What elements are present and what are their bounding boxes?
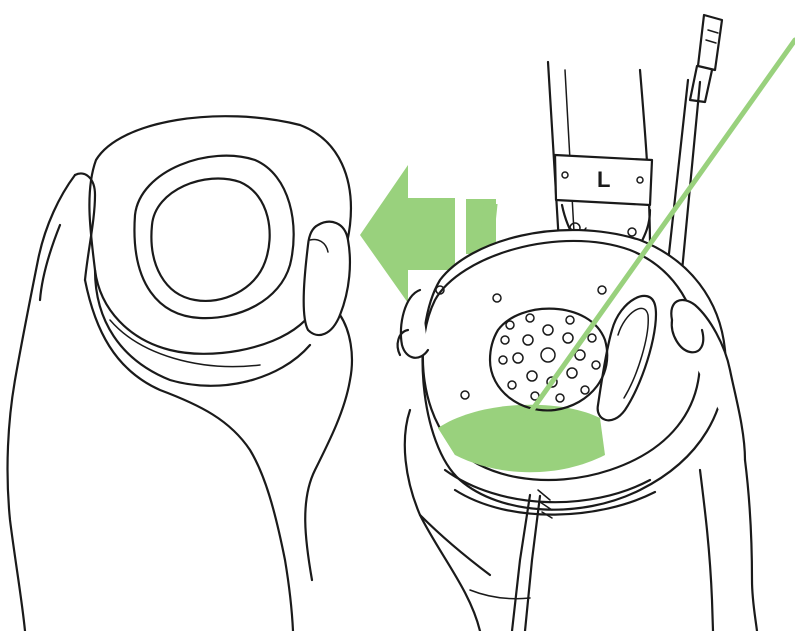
side-marker-label: L <box>597 167 610 192</box>
earcup <box>423 230 726 631</box>
